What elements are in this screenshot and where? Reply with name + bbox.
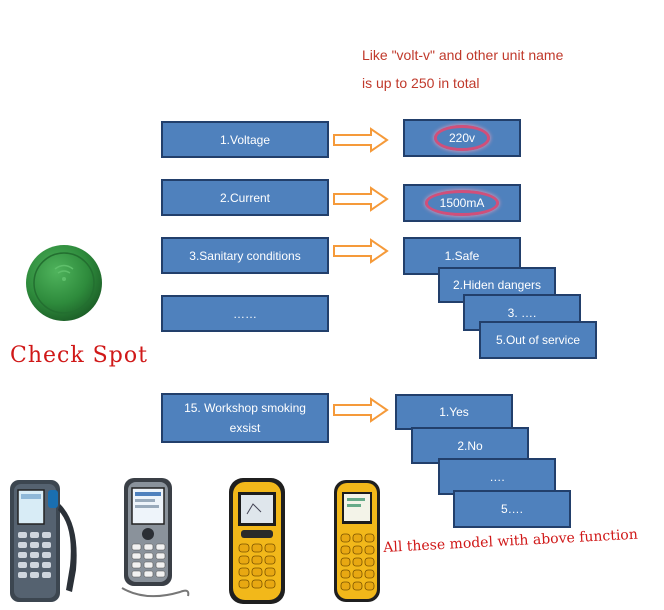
- smoking-option-box: ….: [438, 458, 556, 495]
- sanitary-option-label: 5.Out of service: [495, 333, 581, 347]
- smoking-option-label: 2.No: [457, 438, 483, 453]
- arrow-icon: [333, 397, 389, 423]
- item-sanitary-box: 3.Sanitary conditions: [161, 237, 329, 274]
- smoking-option-box: 5….: [453, 490, 571, 528]
- current-value-box: 1500mA: [403, 184, 521, 222]
- item-smoking-box: 15. Workshop smoking exsist: [161, 393, 329, 443]
- arrow-icon: [333, 127, 389, 153]
- item-voltage-label: 1.Voltage: [219, 132, 271, 147]
- item-ellipsis-label: ……: [233, 306, 257, 321]
- keypad-handheld-device: [121, 478, 190, 598]
- unit-name-note-line1: Like "volt-v" and other unit name: [362, 47, 564, 63]
- sanitary-option-label: 1.Safe: [444, 249, 480, 263]
- smoking-option-label: ….: [489, 469, 505, 484]
- smoking-option-label: 1.Yes: [439, 405, 469, 419]
- item-current-box: 2.Current: [161, 179, 329, 216]
- sanitary-option-box: 5.Out of service: [479, 321, 597, 359]
- unit-name-note-line2: is up to 250 in total: [362, 75, 480, 91]
- item-current-label: 2.Current: [219, 190, 271, 205]
- sanitary-option-label: 2.Hiden dangers: [452, 278, 542, 292]
- unit-name-note: Like "volt-v" and other unit name is up …: [362, 41, 563, 97]
- rfid-tag-icon: [26, 245, 102, 321]
- check-spot-label: Check Spot: [10, 343, 148, 368]
- yellow-rugged-keypad-device: [334, 480, 380, 602]
- arrow-icon: [333, 238, 389, 264]
- sanitary-option-label: 3. ….: [507, 305, 537, 320]
- smoking-option-label: 5….: [500, 502, 523, 516]
- smoking-option-box: 1.Yes: [395, 394, 513, 430]
- current-value: 1500mA: [424, 190, 500, 216]
- models-note: All these model with above function: [382, 526, 639, 557]
- item-ellipsis-box: ……: [161, 295, 329, 332]
- item-sanitary-label: 3.Sanitary conditions: [189, 248, 301, 263]
- arrow-icon: [333, 186, 389, 212]
- voltage-value: 220v: [433, 125, 491, 151]
- item-smoking-label: 15. Workshop smoking exsist: [184, 401, 306, 435]
- yellow-rugged-handheld-device: [229, 478, 285, 604]
- fingerprint-handheld-device: [10, 480, 77, 602]
- voltage-value-box: 220v: [403, 119, 521, 157]
- item-voltage-box: 1.Voltage: [161, 121, 329, 158]
